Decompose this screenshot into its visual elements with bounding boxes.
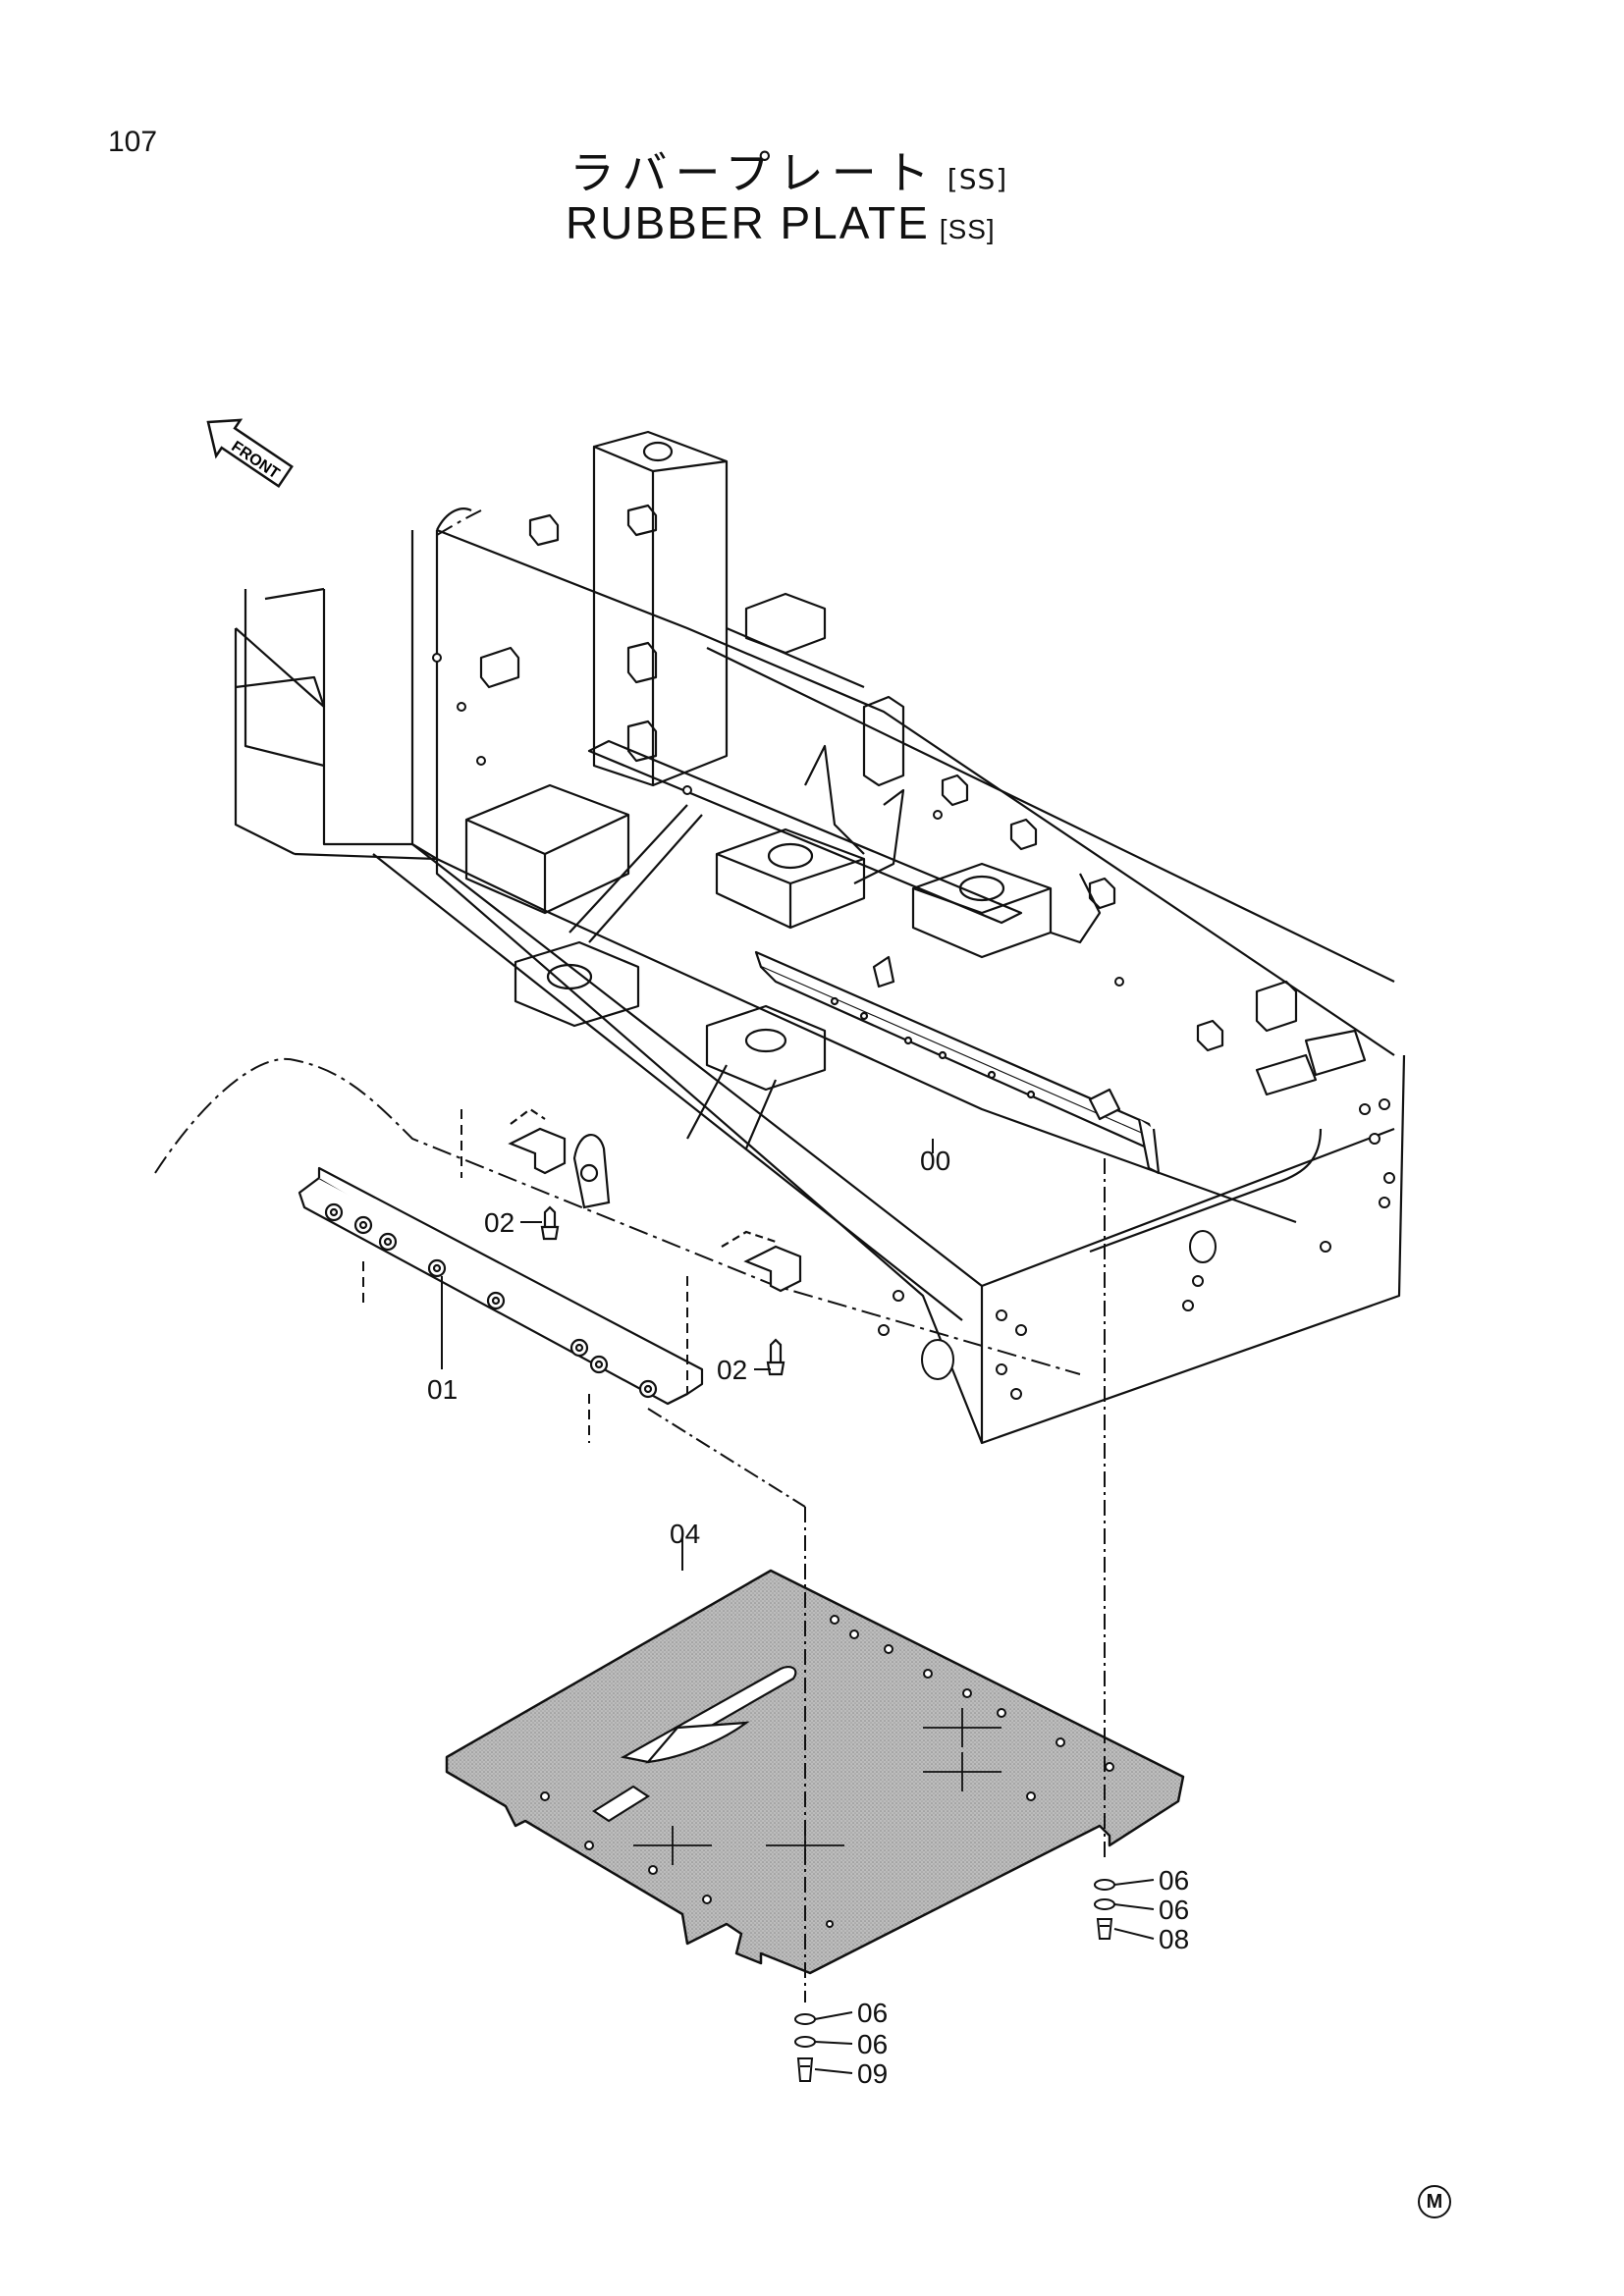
callout-06-right-1: 06 [1159, 1865, 1189, 1896]
fasteners-right [1094, 1879, 1115, 1940]
part-04-rubber-plate [445, 1569, 1185, 1975]
callout-06-center-2: 06 [857, 2029, 888, 2059]
main-frame [234, 430, 1406, 1445]
title-english: RUBBER PLATE [SS] [566, 196, 996, 249]
callout-08: 08 [1159, 1924, 1189, 1954]
callout-06-center-1: 06 [857, 1998, 888, 2028]
callout-02-lower: 02 [717, 1355, 747, 1385]
part-02-bracket-lower [721, 1230, 802, 1376]
phantom-plate-outline [154, 1057, 1081, 1375]
frame-phantom-outline [436, 509, 482, 536]
manufacturer-mark: M [1418, 2185, 1451, 2218]
callout-leaders [441, 1139, 1155, 2074]
frame-bolt-holes [432, 653, 1395, 1400]
callout-09: 09 [857, 2058, 888, 2089]
page-number: 107 [108, 126, 158, 158]
title-japanese-tag: [SS] [947, 163, 1008, 195]
title-japanese: ラバープレート [SS] [569, 137, 1007, 202]
title-english-text: RUBBER PLATE [566, 197, 930, 248]
callout-06-right-2: 06 [1159, 1895, 1189, 1925]
front-direction-arrow: FRONT [206, 418, 294, 489]
part-01-rail [298, 1166, 704, 1406]
callout-01: 01 [427, 1374, 458, 1405]
part-00-angle-bar [754, 950, 1161, 1175]
callout-02-upper: 02 [484, 1207, 514, 1238]
part-02-bracket-upper [508, 1107, 611, 1241]
leader-line-plate-link [647, 1408, 806, 1508]
fasteners-center [794, 2013, 816, 2082]
title-english-tag: [SS] [939, 214, 996, 244]
callout-04: 04 [670, 1519, 700, 1549]
title-japanese-text: ラバープレート [569, 146, 938, 199]
phantom-leader-left [362, 1109, 688, 1443]
callout-00: 00 [920, 1146, 950, 1176]
